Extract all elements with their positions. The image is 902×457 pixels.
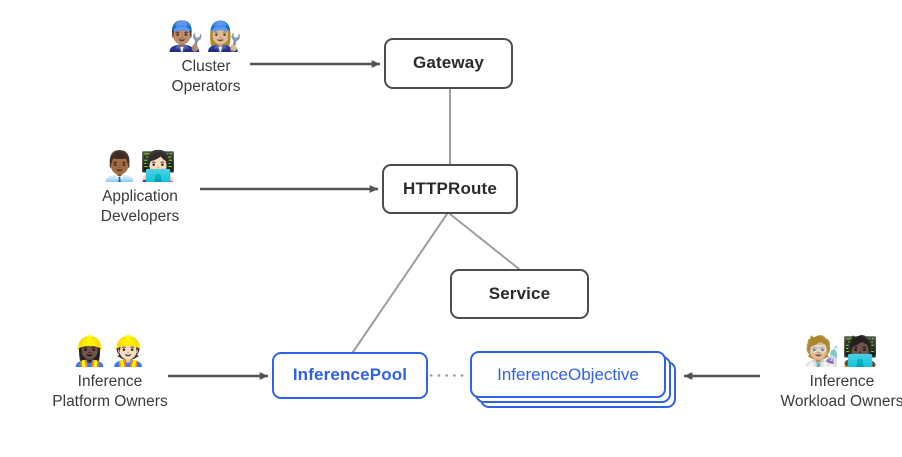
inference-workload-owners-emoji: 🧑🏼‍🔬🧑🏿‍💻	[803, 334, 881, 368]
application-developers-label: Application Developers	[100, 188, 180, 225]
actor-inference-platform-owners: 👷🏿‍♀️👷🏻 Inference Platform Owners	[34, 337, 186, 412]
actor-application-developers: 👨🏾‍💼👩🏻‍💻 Application Developers	[84, 152, 196, 227]
inference-platform-owners-label: Inference Platform Owners	[52, 373, 168, 410]
node-gateway[interactable]: Gateway	[384, 38, 513, 89]
inference-workload-owners-label: Inference Workload Owners	[780, 373, 902, 410]
node-inferenceobjective-stack[interactable]: InferenceObjective	[470, 351, 676, 408]
actor-cluster-operators: 👨🏽‍🔧👩🏼‍🔧 Cluster Operators	[150, 22, 262, 97]
cluster-operators-emoji: 👨🏽‍🔧👩🏼‍🔧	[167, 19, 245, 53]
inference-platform-owners-emoji: 👷🏿‍♀️👷🏻	[71, 334, 149, 368]
node-inferencepool-label: InferencePool	[292, 365, 408, 385]
node-httproute-label: HTTPRoute	[403, 178, 497, 198]
node-service-label: Service	[488, 283, 551, 303]
node-httproute[interactable]: HTTPRoute	[382, 164, 518, 214]
connector-httproute-service	[449, 213, 520, 270]
node-gateway-label: Gateway	[413, 53, 484, 73]
node-service[interactable]: Service	[450, 269, 589, 319]
connector-httproute-inferencepool	[352, 213, 448, 353]
node-inferenceobjective-label: InferenceObjective	[497, 364, 639, 384]
node-inferenceobjective[interactable]: InferenceObjective	[470, 351, 666, 398]
actor-inference-workload-owners: 🧑🏼‍🔬🧑🏿‍💻 Inference Workload Owners	[762, 337, 902, 412]
cluster-operators-label: Cluster Operators	[171, 58, 241, 95]
application-developers-emoji: 👨🏾‍💼👩🏻‍💻	[101, 149, 179, 183]
node-inferencepool[interactable]: InferencePool	[272, 352, 428, 399]
